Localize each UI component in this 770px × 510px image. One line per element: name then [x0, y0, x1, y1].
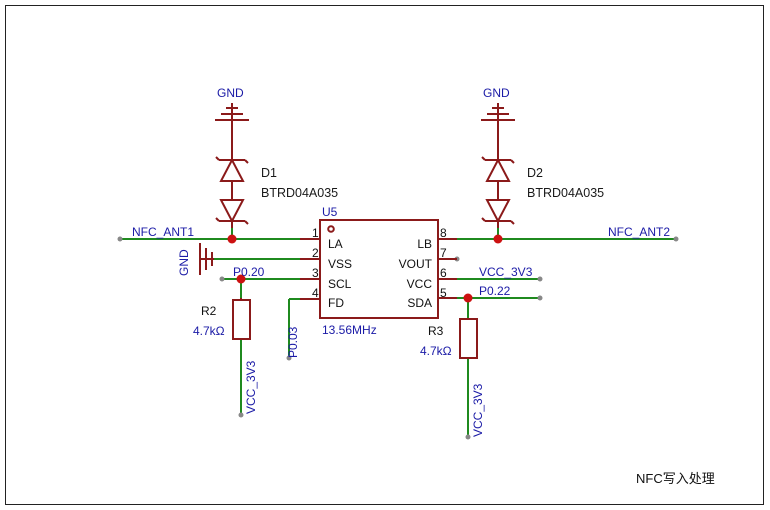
pin-num-8: 8: [440, 226, 447, 240]
diode-d1: [215, 120, 249, 228]
endpoint: [286, 355, 292, 361]
net-label-p020: P0.20: [233, 265, 265, 279]
gnd-symbol-right: [481, 103, 515, 121]
net-label-vcc-r2: VCC_3V3: [244, 360, 258, 414]
d1-value: BTRD04A035: [261, 186, 338, 200]
pin-num-2: 2: [312, 246, 319, 260]
pin-name-lb: LB: [417, 237, 432, 251]
ic-freq: 13.56MHz: [322, 323, 377, 337]
endpoint: [537, 276, 543, 282]
net-label-p022: P0.22: [479, 284, 511, 298]
pin1-marker: [327, 225, 335, 233]
diode-d2: [481, 120, 515, 228]
net-label-p003: P0.03: [286, 326, 300, 358]
endpoint: [537, 295, 543, 301]
ic-body: [319, 219, 439, 319]
junction-dot: [493, 234, 503, 244]
pin-num-1: 1: [312, 226, 319, 240]
resistor-r2: [232, 298, 251, 340]
ic-u5: [300, 219, 457, 319]
pin-name-scl: SCL: [328, 277, 352, 291]
endpoint: [673, 236, 679, 242]
r2-ref: R2: [201, 304, 217, 318]
endpoint: [238, 412, 244, 418]
wire-endpoints: [117, 236, 679, 440]
d2-ref: D2: [527, 166, 543, 180]
net-label-vcc-r3: VCC_3V3: [471, 383, 485, 437]
d1-ref: D1: [261, 166, 277, 180]
sheet-title: NFC写入处理: [636, 471, 715, 486]
pin-num-6: 6: [440, 266, 447, 280]
sheet-border: [5, 5, 764, 505]
r3-ref: R3: [428, 324, 444, 338]
pin-num-5: 5: [440, 286, 447, 300]
pin-num-4: 4: [312, 286, 319, 300]
gnd-label-right: GND: [483, 86, 510, 100]
r2-value: 4.7kΩ: [193, 324, 225, 338]
pin-name-vout: VOUT: [399, 257, 433, 271]
gnd-symbol-vertical: [199, 243, 214, 275]
endpoint: [219, 276, 225, 282]
net-label-ant2: NFC_ANT2: [608, 225, 670, 239]
gnd-label-left: GND: [217, 86, 244, 100]
gnd-label-vertical: GND: [177, 249, 191, 276]
junction-dot: [236, 274, 246, 284]
endpoint: [465, 434, 471, 440]
endpoint: [117, 236, 123, 242]
r3-value: 4.7kΩ: [420, 344, 452, 358]
junctions: [227, 234, 503, 303]
net-label-vcc3v3: VCC_3V3: [479, 265, 533, 279]
pin-num-3: 3: [312, 266, 319, 280]
pin-name-vss: VSS: [328, 257, 352, 271]
resistor-r3: [459, 318, 478, 359]
pin-name-vcc: VCC: [407, 277, 433, 291]
gnd-symbol-left: [215, 103, 249, 121]
pin-num-7: 7: [440, 246, 447, 260]
junction-dot: [227, 234, 237, 244]
ic-ref: U5: [322, 205, 338, 219]
pin-name-la: LA: [328, 237, 343, 251]
d2-value: BTRD04A035: [527, 186, 604, 200]
net-label-ant1: NFC_ANT1: [132, 225, 194, 239]
pin-name-fd: FD: [328, 296, 344, 310]
pin-name-sda: SDA: [407, 296, 432, 310]
junction-dot: [463, 293, 473, 303]
